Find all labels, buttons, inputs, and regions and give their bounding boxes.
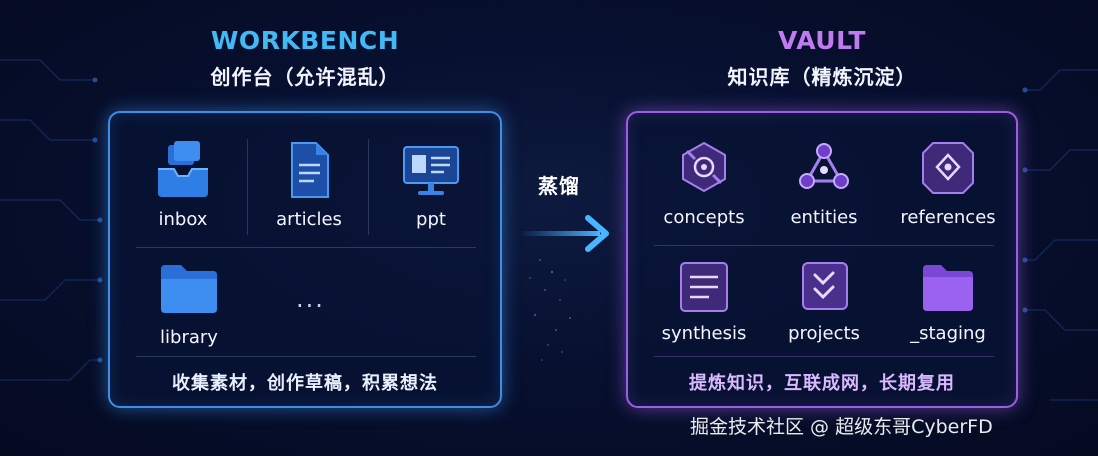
library-label: library [160, 327, 218, 348]
chevrons-board-icon [802, 262, 848, 310]
vault-item-staging[interactable]: _staging [890, 259, 1006, 344]
workbench-title: WORKBENCH [210, 26, 400, 55]
synthesis-label: synthesis [661, 323, 747, 344]
arrow-right-icon [520, 215, 609, 252]
divider [654, 356, 994, 357]
divider [368, 139, 369, 235]
workbench-subtitle: 创作台（允许混乱） [210, 65, 400, 89]
vault-item-concepts[interactable]: concepts [646, 137, 762, 228]
vault-title: VAULT [778, 26, 866, 55]
articles-label: articles [276, 209, 342, 230]
vault-caption: 提炼知识，互联成网，长期复用 [689, 373, 955, 394]
distill-label: 蒸馏 [538, 174, 580, 198]
watermark: 掘金技术社区 @ 超级东哥CyberFD [690, 416, 993, 438]
layers-doc-icon [680, 262, 728, 312]
graph-nodes-icon [799, 143, 849, 189]
workbench-item-library[interactable]: library [134, 257, 244, 348]
folder-icon [161, 265, 217, 313]
vault-item-entities[interactable]: entities [766, 137, 882, 228]
workbench-heading: WORKBENCH 创作台（允许混乱） [108, 26, 502, 90]
entities-label: entities [790, 207, 858, 228]
vault-subtitle: 知识库（精炼沉淀） [727, 65, 917, 89]
link-shield-icon [922, 142, 974, 194]
inbox-tray-icon [158, 141, 208, 197]
atom-node-icon [682, 141, 726, 193]
vault-heading: VAULT 知识库（精炼沉淀） [626, 26, 1018, 90]
divider [654, 245, 994, 246]
inbox-label: inbox [158, 209, 208, 230]
divider [247, 139, 248, 235]
document-icon [291, 142, 329, 198]
folder-icon [923, 265, 973, 311]
vault-item-references[interactable]: references [890, 137, 1006, 228]
references-label: references [900, 207, 996, 228]
workbench-item-inbox[interactable]: inbox [128, 139, 238, 230]
workbench-caption: 收集素材，创作草稿，积累想法 [172, 373, 438, 394]
ppt-label: ppt [416, 209, 446, 230]
more-ellipsis: ... [296, 285, 325, 313]
workbench-item-ppt[interactable]: ppt [376, 139, 486, 230]
divider [136, 247, 476, 248]
workbench-item-articles[interactable]: articles [254, 139, 364, 230]
divider [136, 356, 476, 357]
staging-label: _staging [910, 323, 986, 344]
vault-item-projects[interactable]: projects [766, 259, 882, 344]
presentation-monitor-icon [403, 146, 459, 195]
projects-label: projects [788, 323, 860, 344]
vault-panel: concepts entities references synthesis [626, 111, 1018, 408]
workbench-panel: inbox articles ppt library ... [108, 111, 502, 408]
concepts-label: concepts [663, 207, 745, 228]
vault-item-synthesis[interactable]: synthesis [646, 259, 762, 344]
